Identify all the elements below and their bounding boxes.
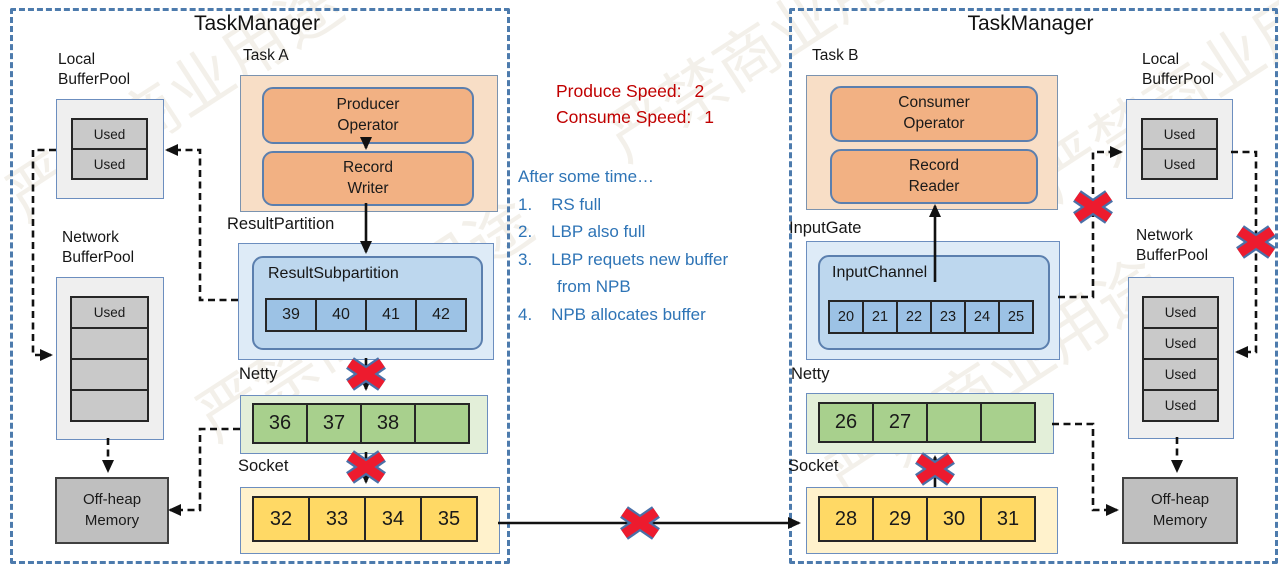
buffer-cell: 36 [252, 403, 308, 444]
buffer-cell: 42 [415, 298, 467, 332]
network-bufferpool-cells: Used [70, 296, 149, 422]
buffer-cell: 26 [818, 402, 874, 443]
buffer-cell: 22 [896, 300, 932, 334]
timeline-notes: After some time… 1. RS full 2. LBP also … [518, 163, 728, 328]
buffer-cell: 25 [998, 300, 1034, 334]
speed-annotation: Produce Speed: 2 Consume Speed: 1 [556, 78, 714, 130]
free-buffer-cell [414, 403, 470, 444]
buffer-cell: 24 [964, 300, 1000, 334]
buffer-cell: 33 [308, 496, 366, 542]
free-buffer-cell [926, 402, 982, 443]
socket-cells: 32 33 34 35 [252, 496, 478, 542]
free-buffer-cell [70, 389, 149, 422]
free-buffer-cell [70, 358, 149, 391]
note-item: 3. LBP requets new buffer [518, 249, 729, 269]
buffer-cell: 30 [926, 496, 982, 542]
buffer-cell: 28 [818, 496, 874, 542]
netty-cells: 36 37 38 [252, 403, 470, 444]
local-bufferpool-cells: Used Used [71, 118, 148, 180]
result-partition-label: ResultPartition [227, 215, 335, 233]
free-buffer-cell [70, 327, 149, 360]
buffer-cell: 20 [828, 300, 864, 334]
note-item: 4. NPB allocates buffer [518, 304, 706, 324]
consume-speed-line: Consume Speed: 1 [556, 104, 714, 130]
buffer-cell: 40 [315, 298, 367, 332]
netty-label: Netty [239, 365, 278, 383]
free-buffer-cell [980, 402, 1036, 443]
offheap-memory-box: Off-heap Memory [1122, 477, 1238, 544]
buffer-cell: 27 [872, 402, 928, 443]
used-buffer-cell: Used [1142, 358, 1219, 391]
note-item-continuation: from NPB [557, 277, 631, 296]
buffer-cell: 38 [360, 403, 416, 444]
socket-label: Socket [238, 457, 289, 475]
socket-cells: 28 29 30 31 [818, 496, 1036, 542]
network-bufferpool-label: Network BufferPool [1136, 227, 1209, 264]
offheap-memory-box: Off-heap Memory [55, 477, 169, 544]
blocked-x-icon [620, 506, 660, 540]
taskmanager-right [789, 8, 1278, 564]
used-buffer-cell: Used [71, 118, 148, 150]
input-channel-label: InputChannel [832, 264, 928, 281]
produce-speed-line: Produce Speed: 2 [556, 78, 714, 104]
result-subpartition-label: ResultSubpartition [268, 265, 399, 282]
buffer-cell: 32 [252, 496, 310, 542]
buffer-cell: 31 [980, 496, 1036, 542]
used-buffer-cell: Used [1142, 389, 1219, 422]
network-bufferpool-label: Network BufferPool [62, 229, 135, 266]
taskmanager-left-title: TaskManager [193, 12, 321, 35]
taskmanager-left [10, 8, 510, 564]
buffer-cell: 23 [930, 300, 966, 334]
used-buffer-cell: Used [1141, 118, 1218, 150]
buffer-cell: 41 [365, 298, 417, 332]
input-channel-cells: 20 21 22 23 24 25 [828, 300, 1034, 334]
input-gate-label: InputGate [789, 219, 862, 237]
note-item: 2. LBP also full [518, 222, 646, 241]
record-reader-box: Record Reader [830, 149, 1038, 204]
buffer-cell: 29 [872, 496, 928, 542]
used-buffer-cell: Used [1142, 327, 1219, 360]
task-a-label: Task A [243, 47, 289, 64]
task-b-label: Task B [812, 47, 859, 64]
consumer-operator-box: Consumer Operator [830, 86, 1038, 142]
result-subpartition-cells: 39 40 41 42 [265, 298, 467, 332]
local-bufferpool-label: Local BufferPool [58, 51, 131, 88]
consume-speed-value: 1 [704, 107, 714, 127]
socket-label: Socket [788, 457, 839, 475]
producer-operator-box: Producer Operator [262, 87, 474, 144]
buffer-cell: 35 [420, 496, 478, 542]
buffer-cell: 39 [265, 298, 317, 332]
used-buffer-cell: Used [70, 296, 149, 329]
buffer-cell: 21 [862, 300, 898, 334]
used-buffer-cell: Used [1142, 296, 1219, 329]
used-buffer-cell: Used [1141, 148, 1218, 180]
produce-speed-value: 2 [694, 81, 705, 101]
network-bufferpool-cells: Used Used Used Used [1142, 296, 1219, 422]
used-buffer-cell: Used [71, 148, 148, 180]
record-writer-box: Record Writer [262, 151, 474, 206]
produce-speed-label: Produce Speed: [556, 81, 682, 101]
notes-title: After some time… [518, 167, 655, 186]
netty-cells: 26 27 [818, 402, 1036, 443]
consume-speed-label: Consume Speed: [556, 107, 692, 127]
local-bufferpool-cells: Used Used [1141, 118, 1218, 180]
buffer-cell: 37 [306, 403, 362, 444]
netty-label: Netty [791, 365, 830, 383]
taskmanager-right-title: TaskManager [967, 12, 1094, 35]
note-item: 1. RS full [518, 194, 602, 214]
local-bufferpool-label: Local BufferPool [1142, 51, 1215, 88]
buffer-cell: 34 [364, 496, 422, 542]
